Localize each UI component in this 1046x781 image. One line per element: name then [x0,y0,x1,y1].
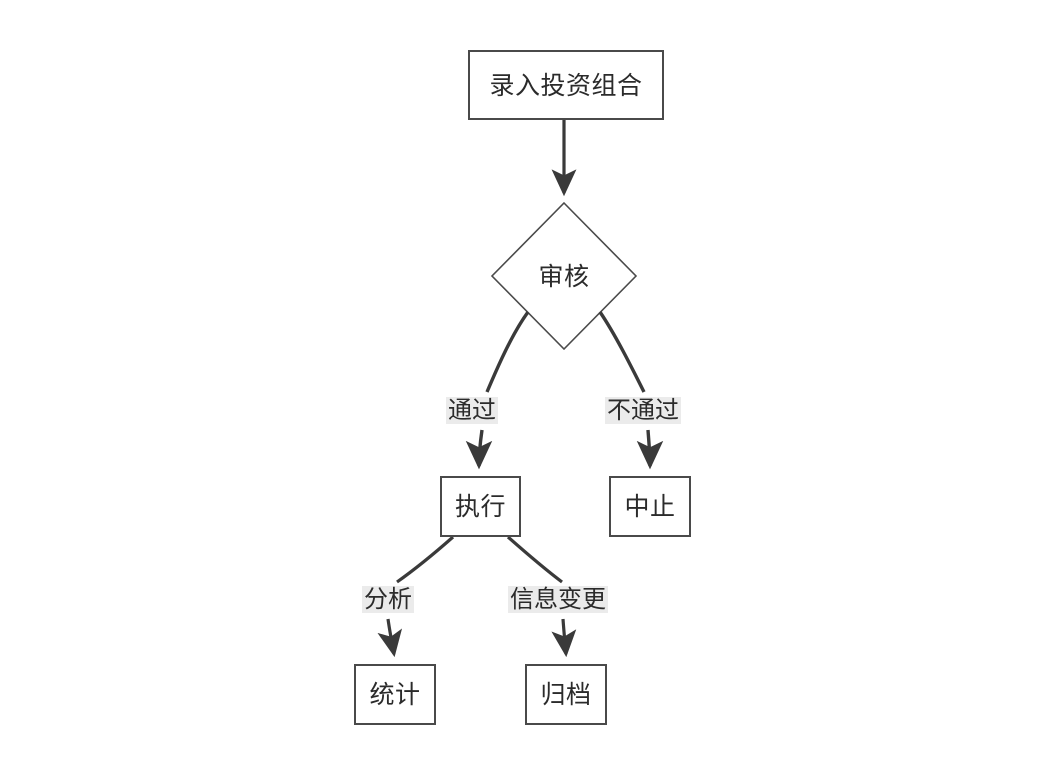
edge-label-analysis: 分析 [362,585,414,614]
edge-label-pass: 通过 [446,396,498,425]
edge-pass-label-to-execute [465,429,493,470]
edge-change-label-to-archive [551,618,577,658]
node-archive[interactable]: 归档 [525,664,607,725]
node-statistics-label: 统计 [369,680,421,709]
node-abort-label: 中止 [624,492,676,521]
edge-execute-to-analyze-label [396,535,455,584]
edge-analyze-label-to-stats [377,618,403,658]
node-enter-portfolio-label: 录入投资组合 [489,70,643,100]
edge-fail-label-to-abort [636,429,664,470]
node-statistics[interactable]: 统计 [354,664,436,725]
node-abort[interactable]: 中止 [609,476,691,537]
node-execute-label: 执行 [454,492,506,521]
node-enter-portfolio[interactable]: 录入投资组合 [468,50,664,120]
edge-execute-to-change-label [506,535,563,584]
node-archive-label: 归档 [540,680,592,709]
node-review[interactable]: 审核 [492,203,636,349]
edge-label-not-pass: 不通过 [605,396,681,425]
edge-label-info-change: 信息变更 [508,585,608,614]
node-execute[interactable]: 执行 [440,476,521,537]
node-review-label: 审核 [538,261,590,291]
